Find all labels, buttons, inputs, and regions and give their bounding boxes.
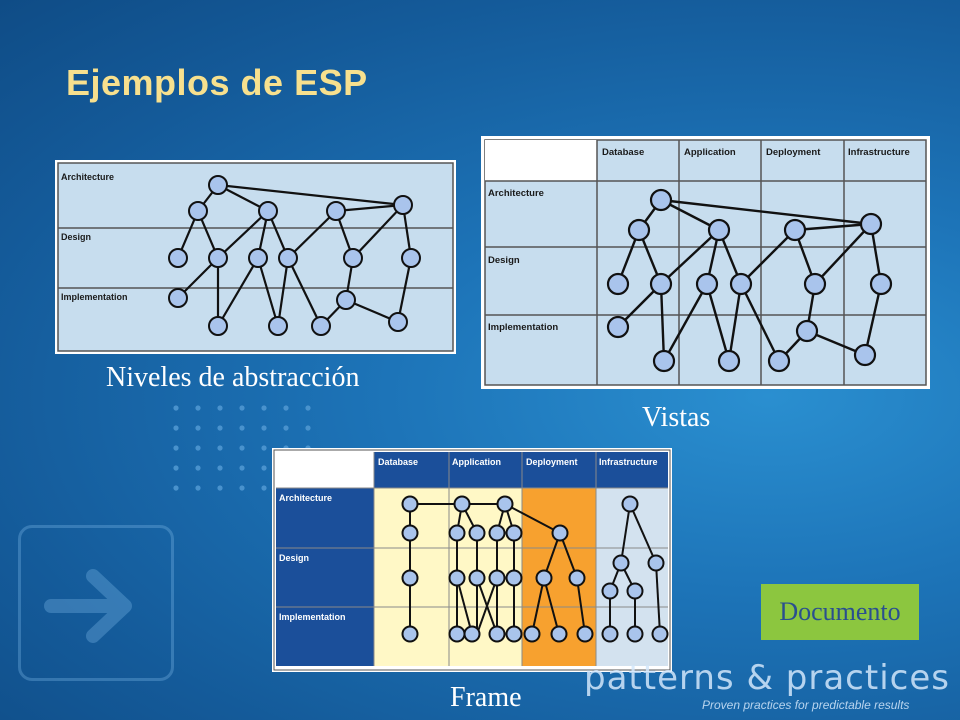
frame-col-label-infrastructure: Infrastructure: [599, 457, 658, 467]
views-col-label-infrastructure: Infrastructure: [848, 147, 910, 158]
levels-nodes: [168, 175, 421, 336]
arrow-right-icon: [18, 525, 174, 681]
brand-tagline: Proven practices for predictable results: [702, 698, 910, 712]
views-diagram: Database Application Deployment Infrastr…: [481, 136, 930, 389]
views-col-label-application: Application: [684, 147, 736, 158]
levels-row-label-design: Design: [61, 232, 91, 242]
levels-diagram: Architecture Design Implementation: [55, 160, 456, 354]
frame-row-label-architecture: Architecture: [279, 493, 332, 503]
frame-col-label-database: Database: [378, 457, 418, 467]
views-col-label-database: Database: [602, 147, 644, 158]
views-row-label-architecture: Architecture: [488, 188, 544, 199]
frame-col-label-application: Application: [452, 457, 501, 467]
views-caption: Vistas: [642, 402, 711, 433]
levels-caption: Niveles de abstracción: [106, 362, 360, 393]
brand-logo-text: patterns & practices: [584, 658, 950, 698]
documento-button[interactable]: Documento: [761, 584, 919, 640]
frame-caption: Frame: [450, 682, 522, 713]
frame-nodes: [401, 495, 669, 643]
decorative-dot-grid: [173, 405, 311, 491]
levels-row-label-architecture: Architecture: [61, 172, 114, 182]
levels-row-label-implementation: Implementation: [61, 292, 128, 302]
views-nodes: [606, 188, 893, 373]
frame-row-label-implementation: Implementation: [279, 612, 346, 622]
frame-row-label-design: Design: [279, 553, 309, 563]
frame-col-label-deployment: Deployment: [526, 457, 578, 467]
views-row-label-design: Design: [488, 255, 520, 266]
slide-title: Ejemplos de ESP: [66, 62, 368, 103]
views-row-label-implementation: Implementation: [488, 322, 558, 333]
frame-diagram: Database Application Deployment Infrastr…: [272, 448, 672, 672]
views-col-label-deployment: Deployment: [766, 147, 821, 158]
